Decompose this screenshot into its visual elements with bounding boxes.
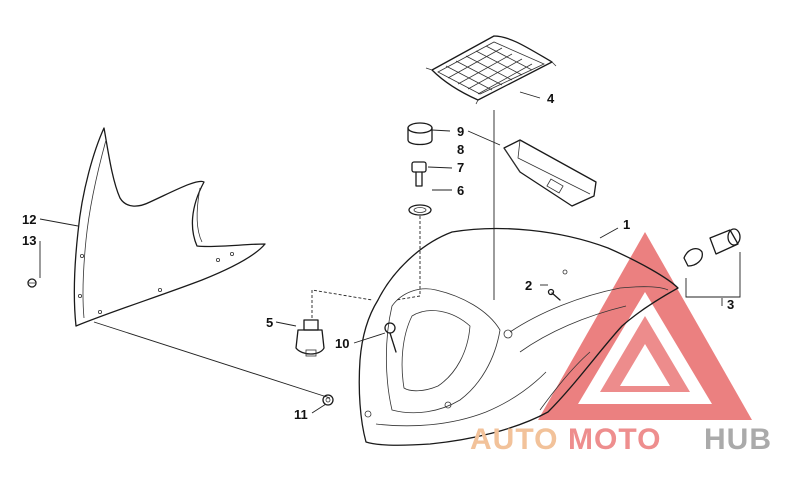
watermark-auto: AUTO — [470, 423, 558, 456]
socket-assembly-3 — [683, 228, 741, 267]
leader-lines — [39, 91, 741, 414]
callout-4: 4 — [547, 91, 555, 106]
switch-5 — [295, 319, 325, 357]
watermark-moto: MOTO — [568, 423, 661, 456]
front-fairing — [358, 227, 679, 446]
callout-3: 3 — [727, 297, 734, 312]
callout-12: 12 — [22, 212, 36, 227]
callout-8: 8 — [457, 142, 464, 157]
cap-8 — [407, 122, 433, 146]
callout-13: 13 — [22, 233, 36, 248]
callout-5: 5 — [266, 315, 273, 330]
callout-11: 11 — [294, 407, 308, 422]
control-module — [503, 139, 597, 207]
grille-tray — [425, 35, 557, 105]
ring-nut-6 — [408, 204, 432, 216]
windshield — [73, 127, 266, 327]
nut-11 — [322, 394, 334, 406]
watermark-logo — [538, 232, 752, 420]
watermark-hub: HUB — [704, 423, 772, 456]
callout-10: 10 — [335, 336, 349, 351]
callout-9: 9 — [457, 124, 464, 139]
watermark-text: AUTO MOTO HUB — [470, 423, 772, 456]
key-7 — [411, 161, 427, 187]
callout-7: 7 — [457, 160, 464, 175]
callout-1: 1 — [623, 217, 630, 232]
screw-2 — [547, 288, 561, 301]
screw-13 — [27, 278, 37, 288]
callout-6: 6 — [457, 183, 464, 198]
bolt-10 — [384, 322, 397, 353]
callout-2: 2 — [525, 278, 532, 293]
